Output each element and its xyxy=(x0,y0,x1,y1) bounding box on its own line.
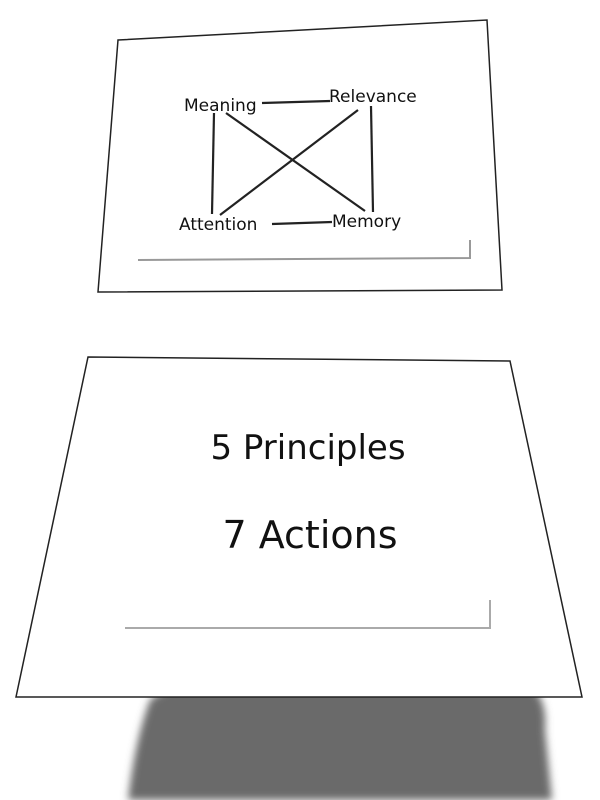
node-memory: Memory xyxy=(332,212,401,232)
node-relevance: Relevance xyxy=(329,87,417,107)
table-shadow xyxy=(128,679,552,800)
print-edge xyxy=(137,240,471,261)
print-edge xyxy=(125,600,491,629)
diagram-connectors xyxy=(210,99,375,226)
top-card: Meaning Relevance Attention Memory xyxy=(97,19,503,293)
principles-text: 5 Principles xyxy=(210,428,405,468)
actions-text: 7 Actions xyxy=(222,513,397,557)
node-attention: Attention xyxy=(179,215,257,235)
bottom-card: 5 Principles 7 Actions xyxy=(15,356,583,698)
node-meaning: Meaning xyxy=(184,96,257,116)
